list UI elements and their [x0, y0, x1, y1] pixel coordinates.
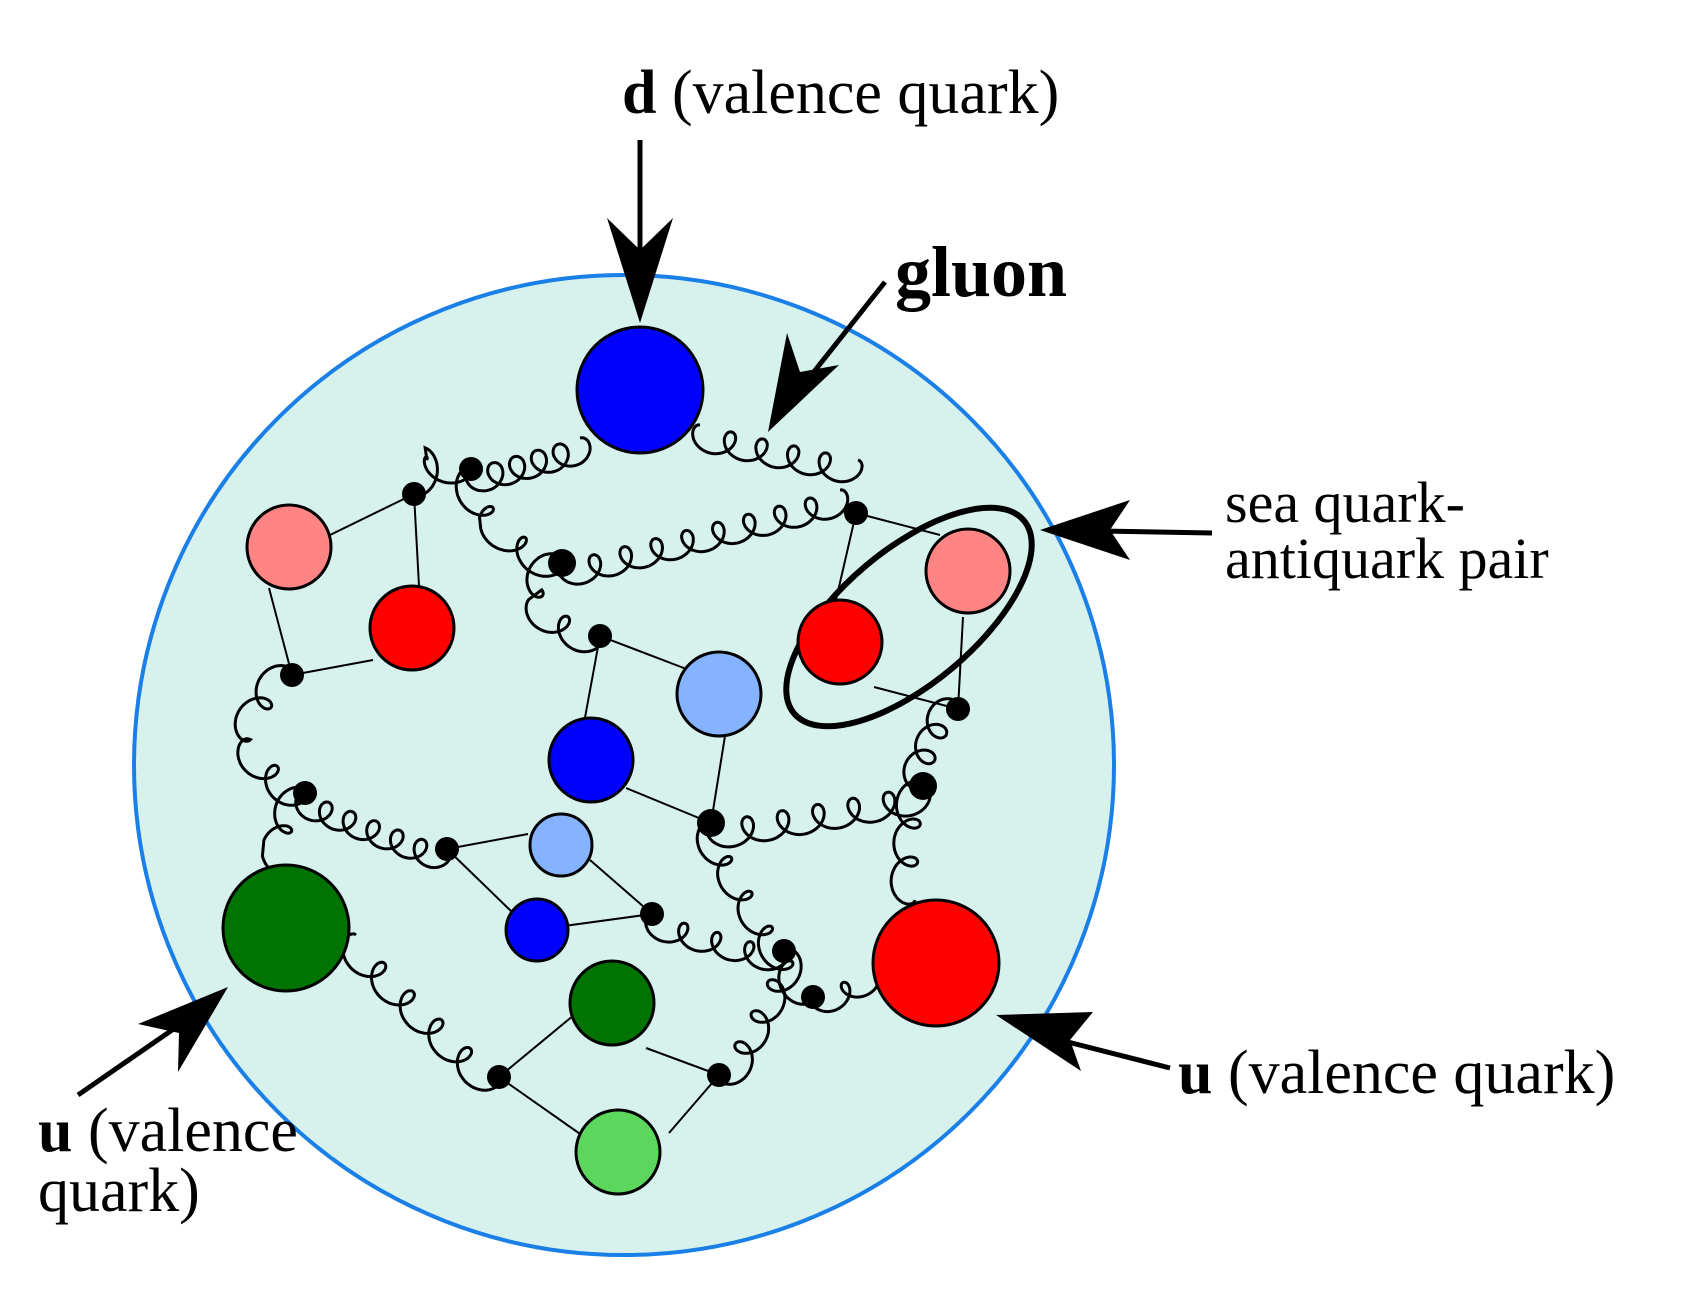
vertex	[487, 1065, 511, 1089]
quark-gluon-lines	[268, 493, 964, 1137]
vertex	[946, 697, 970, 721]
label-u-right-bold: u	[1178, 1039, 1213, 1107]
gluon-coil	[902, 697, 961, 791]
vertex	[697, 809, 725, 837]
label-u-left-bold: u	[38, 1097, 73, 1165]
quark-blue-center	[547, 716, 635, 804]
arrow-u-right-head	[996, 1012, 1093, 1071]
sea-antiquark-pink	[924, 527, 1012, 615]
quark-pink-left	[245, 503, 333, 591]
quark-green-bottom	[568, 959, 656, 1047]
vertex	[293, 781, 317, 805]
vertex	[707, 1063, 731, 1087]
arrow-sea	[1099, 528, 1213, 536]
gluon-coil	[233, 663, 308, 807]
gluon-coil	[717, 947, 803, 1086]
gluon-vertices	[280, 457, 970, 1089]
arrow-u-right	[1059, 1037, 1171, 1071]
label-u-left-rest: (valence	[87, 1097, 298, 1165]
vertex	[402, 482, 426, 506]
gluon-coil	[691, 423, 864, 484]
label-u-right-rest: (valence quark)	[1227, 1039, 1616, 1107]
vertex	[801, 985, 825, 1009]
label-d-rest: (valence quark)	[671, 59, 1060, 127]
gluon-coil	[556, 488, 850, 586]
vertex	[435, 837, 459, 861]
arrow-sea-head	[1040, 500, 1130, 560]
label-sea-line1: sea quark-	[1225, 470, 1465, 535]
label-u-left-line1: u (valence	[38, 1100, 298, 1162]
vertex	[548, 549, 576, 577]
quark-blue-small	[504, 897, 570, 963]
sea-quark-red	[796, 598, 884, 686]
valence-u-quark-right	[871, 898, 1001, 1028]
vertex	[280, 663, 304, 687]
gluon-coil	[644, 912, 789, 972]
gluon-coil	[889, 779, 925, 906]
vertex	[640, 902, 664, 926]
valence-d-quark	[575, 325, 705, 455]
vertex	[588, 624, 612, 648]
gluon-coil	[412, 445, 474, 498]
gluon-coil	[294, 791, 452, 870]
gluon-coil	[704, 784, 932, 849]
arrow-u-left	[76, 1025, 177, 1098]
label-sea-line2: antiquark pair	[1225, 526, 1549, 591]
sea-pair-ellipse	[783, 504, 1035, 730]
gluon-coil	[341, 932, 502, 1092]
vertex	[772, 939, 796, 963]
gluon-coil	[524, 552, 604, 654]
arrow-u-left-head	[138, 987, 228, 1072]
arrows	[76, 140, 1213, 1098]
gluon-coils	[233, 423, 961, 1092]
arrow-d-head	[607, 218, 673, 323]
label-u-right: u (valence quark)	[1178, 1042, 1615, 1104]
quarks	[221, 325, 1012, 1196]
vertex	[909, 772, 937, 800]
quark-light-green-bottom	[574, 1108, 662, 1196]
valence-u-quark-left	[221, 863, 351, 993]
quark-red-left	[368, 584, 456, 672]
arrow-gluon-head	[768, 333, 839, 432]
label-gluon: gluon	[895, 232, 1068, 312]
vertex	[844, 501, 868, 525]
gluon-coil	[464, 436, 592, 493]
quark-light-blue-center	[675, 650, 763, 738]
label-u-left-line2: quark)	[38, 1157, 200, 1225]
quark-light-blue-small	[528, 812, 594, 878]
label-d-valence-quark: d (valence quark)	[622, 62, 1059, 124]
vertex	[459, 457, 483, 481]
arrow-gluon	[803, 280, 887, 385]
label-d-bold: d	[622, 59, 657, 127]
